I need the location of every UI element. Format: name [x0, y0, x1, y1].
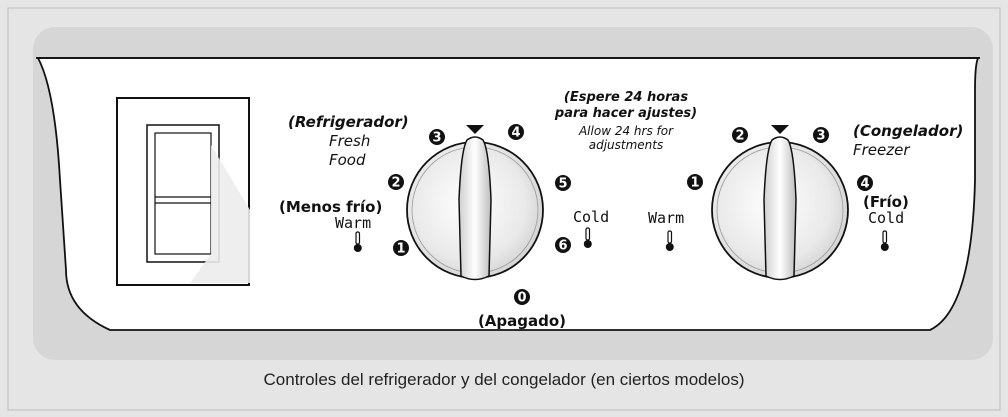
svg-text:2: 2: [735, 129, 744, 144]
freezer-marker-4: 4: [857, 175, 873, 192]
svg-text:6: 6: [558, 239, 567, 254]
refrigerator-cold-en: Cold: [573, 208, 609, 226]
fridge-marker-5: 5: [555, 175, 571, 192]
figure-caption: Controles del refrigerador y del congela…: [263, 370, 745, 389]
freezer-cold-es: (Frío): [863, 193, 909, 211]
freezer-cold-thermometer-icon: [880, 230, 889, 251]
refrigerator-label-en-1: Fresh: [329, 132, 370, 150]
fridge-marker-4: 4: [508, 124, 524, 141]
freezer-cold-en: Cold: [868, 209, 904, 227]
note-es-2: para hacer ajustes): [554, 106, 697, 121]
fridge-marker-1: 1: [393, 240, 409, 257]
freezer-dial[interactable]: [711, 125, 849, 281]
svg-text:4: 4: [511, 126, 520, 141]
svg-text:3: 3: [816, 129, 825, 144]
svg-text:4: 4: [860, 177, 869, 192]
note-en-2: adjustments: [589, 138, 664, 152]
refrigerator-warm-es: (Menos frío): [279, 198, 382, 216]
refrigerator-warm-thermometer-icon: [353, 231, 362, 252]
freezer-warm-thermometer-icon: [665, 230, 674, 251]
freezer-warm-en: Warm: [648, 209, 684, 227]
svg-text:1: 1: [690, 176, 699, 191]
note-en-1: Allow 24 hrs for: [578, 124, 674, 138]
freezer-marker-3: 3: [813, 127, 829, 144]
refrigerator-cold-thermometer-icon: [583, 227, 592, 248]
refrigerator-off-label: (Apagado): [478, 312, 566, 330]
refrigerator-warm-en: Warm: [335, 214, 371, 232]
refrigerator-label-es: (Refrigerador): [288, 113, 409, 131]
fridge-marker-3: 3: [429, 129, 445, 146]
svg-text:1: 1: [396, 242, 405, 257]
refrigerator-dial-pointer: [466, 125, 484, 134]
svg-text:5: 5: [558, 177, 567, 192]
refrigerator-label-en-2: Food: [329, 151, 366, 169]
svg-text:2: 2: [391, 176, 400, 191]
freezer-marker-1: 1: [687, 174, 703, 191]
fridge-marker-2: 2: [388, 174, 404, 191]
freezer-dial-grip: [763, 136, 797, 281]
fridge-marker-6: 6: [555, 237, 571, 254]
refrigerator-dial[interactable]: [406, 125, 544, 281]
freezer-dial-pointer: [771, 125, 789, 134]
freezer-label-es: (Congelador): [853, 122, 963, 140]
light-switch[interactable]: [116, 97, 250, 286]
refrigerator-dial-grip: [458, 136, 492, 281]
fridge-marker-off: 0: [514, 289, 530, 306]
svg-text:3: 3: [432, 131, 441, 146]
freezer-label-en: Freezer: [853, 141, 910, 159]
freezer-marker-2: 2: [732, 127, 748, 144]
note-es-1: (Espere 24 horas: [564, 90, 688, 105]
svg-text:0: 0: [517, 291, 526, 306]
